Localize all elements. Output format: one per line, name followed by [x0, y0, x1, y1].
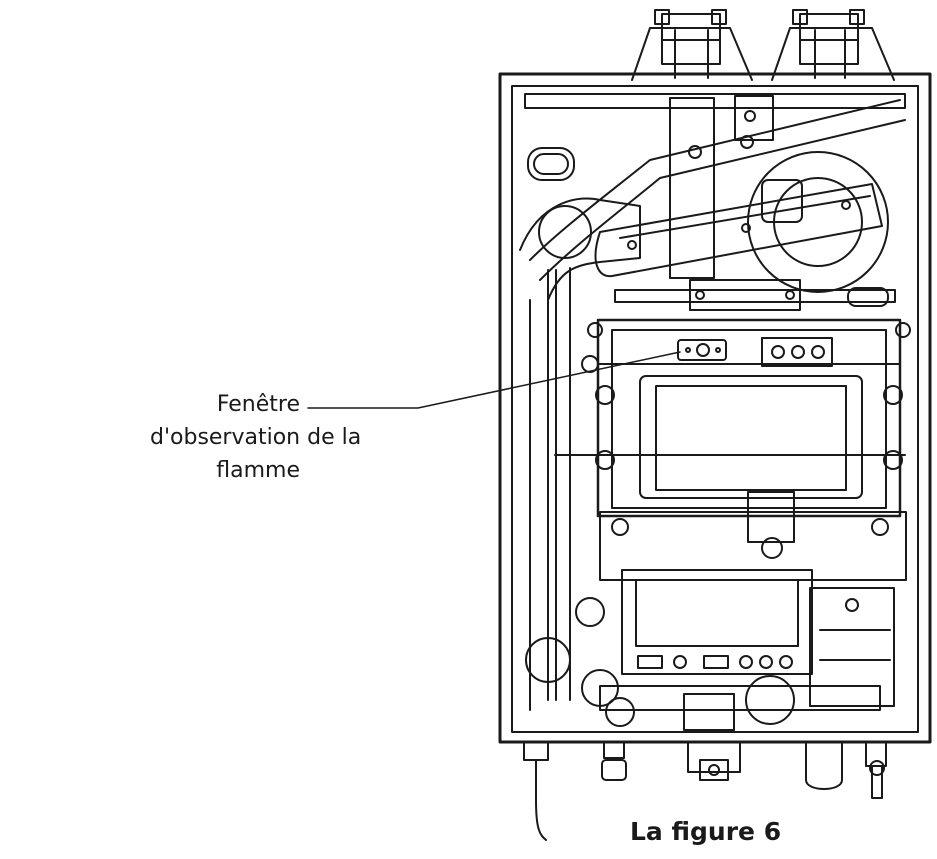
control-board [621, 569, 813, 675]
gas-duct [594, 183, 883, 278]
combustion-chamber [655, 385, 847, 491]
cabinet-inner [511, 85, 919, 733]
vent-collar-right [771, 9, 895, 81]
vent-pipe [519, 197, 641, 301]
flame-observation-window [677, 339, 727, 361]
callout-label: Fenêtre d'observation de la flamme [150, 388, 362, 487]
callout-label-line-1: Fenêtre [216, 392, 300, 417]
blower-housing [747, 151, 889, 293]
callout-label-line-3: flamme [216, 458, 300, 483]
bottom-fittings [523, 741, 887, 841]
vent-collar-left [631, 9, 753, 81]
callout-leader-line [307, 351, 681, 409]
heat-exchanger-frame [596, 318, 902, 518]
figure-caption: La figure 6 [630, 817, 782, 846]
callout-label-line-2: d'observation de la [150, 425, 362, 450]
